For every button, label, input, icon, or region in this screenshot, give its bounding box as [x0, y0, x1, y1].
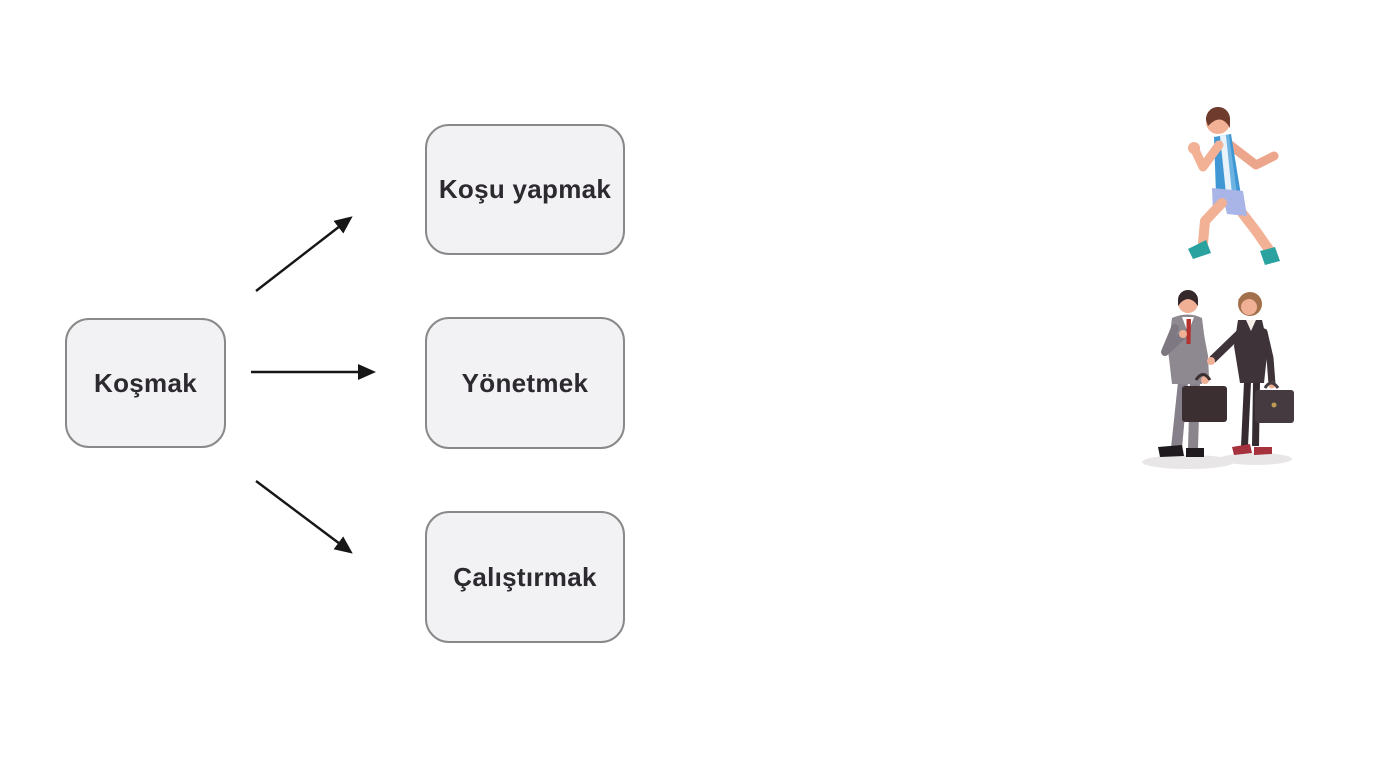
- runner-front-shoe: [1188, 240, 1211, 259]
- woman-right-heel: [1254, 447, 1272, 455]
- woman-left-heel: [1232, 444, 1252, 455]
- runner-back-shoe: [1260, 247, 1280, 265]
- arrow-kosmak-to-kosu-yapmak: [255, 216, 353, 292]
- man-briefcase: [1182, 386, 1227, 422]
- node-kosmak-label: Koşmak: [94, 367, 197, 398]
- arrow-kosmak-to-calistirmak: [255, 480, 353, 554]
- node-kosmak: Koşmak: [65, 318, 226, 448]
- node-calistirmak-label: Çalıştırmak: [453, 561, 597, 592]
- man-hair: [1177, 289, 1198, 306]
- runner-illustration: [1188, 106, 1280, 265]
- node-kosu-yapmak-label: Koşu yapmak: [438, 174, 612, 204]
- man-tie: [1186, 319, 1191, 344]
- man-left-shoe: [1158, 445, 1184, 457]
- runner-hair: [1205, 106, 1230, 128]
- node-yonetmek-label: Yönetmek: [461, 367, 589, 398]
- node-kosu-yapmak: Koşu yapmak: [425, 124, 625, 255]
- businesspeople-illustration: [1142, 289, 1294, 469]
- man-right-shoe: [1186, 448, 1204, 457]
- node-calistirmak: Çalıştırmak: [425, 511, 625, 643]
- node-yonetmek: Yönetmek: [425, 317, 625, 449]
